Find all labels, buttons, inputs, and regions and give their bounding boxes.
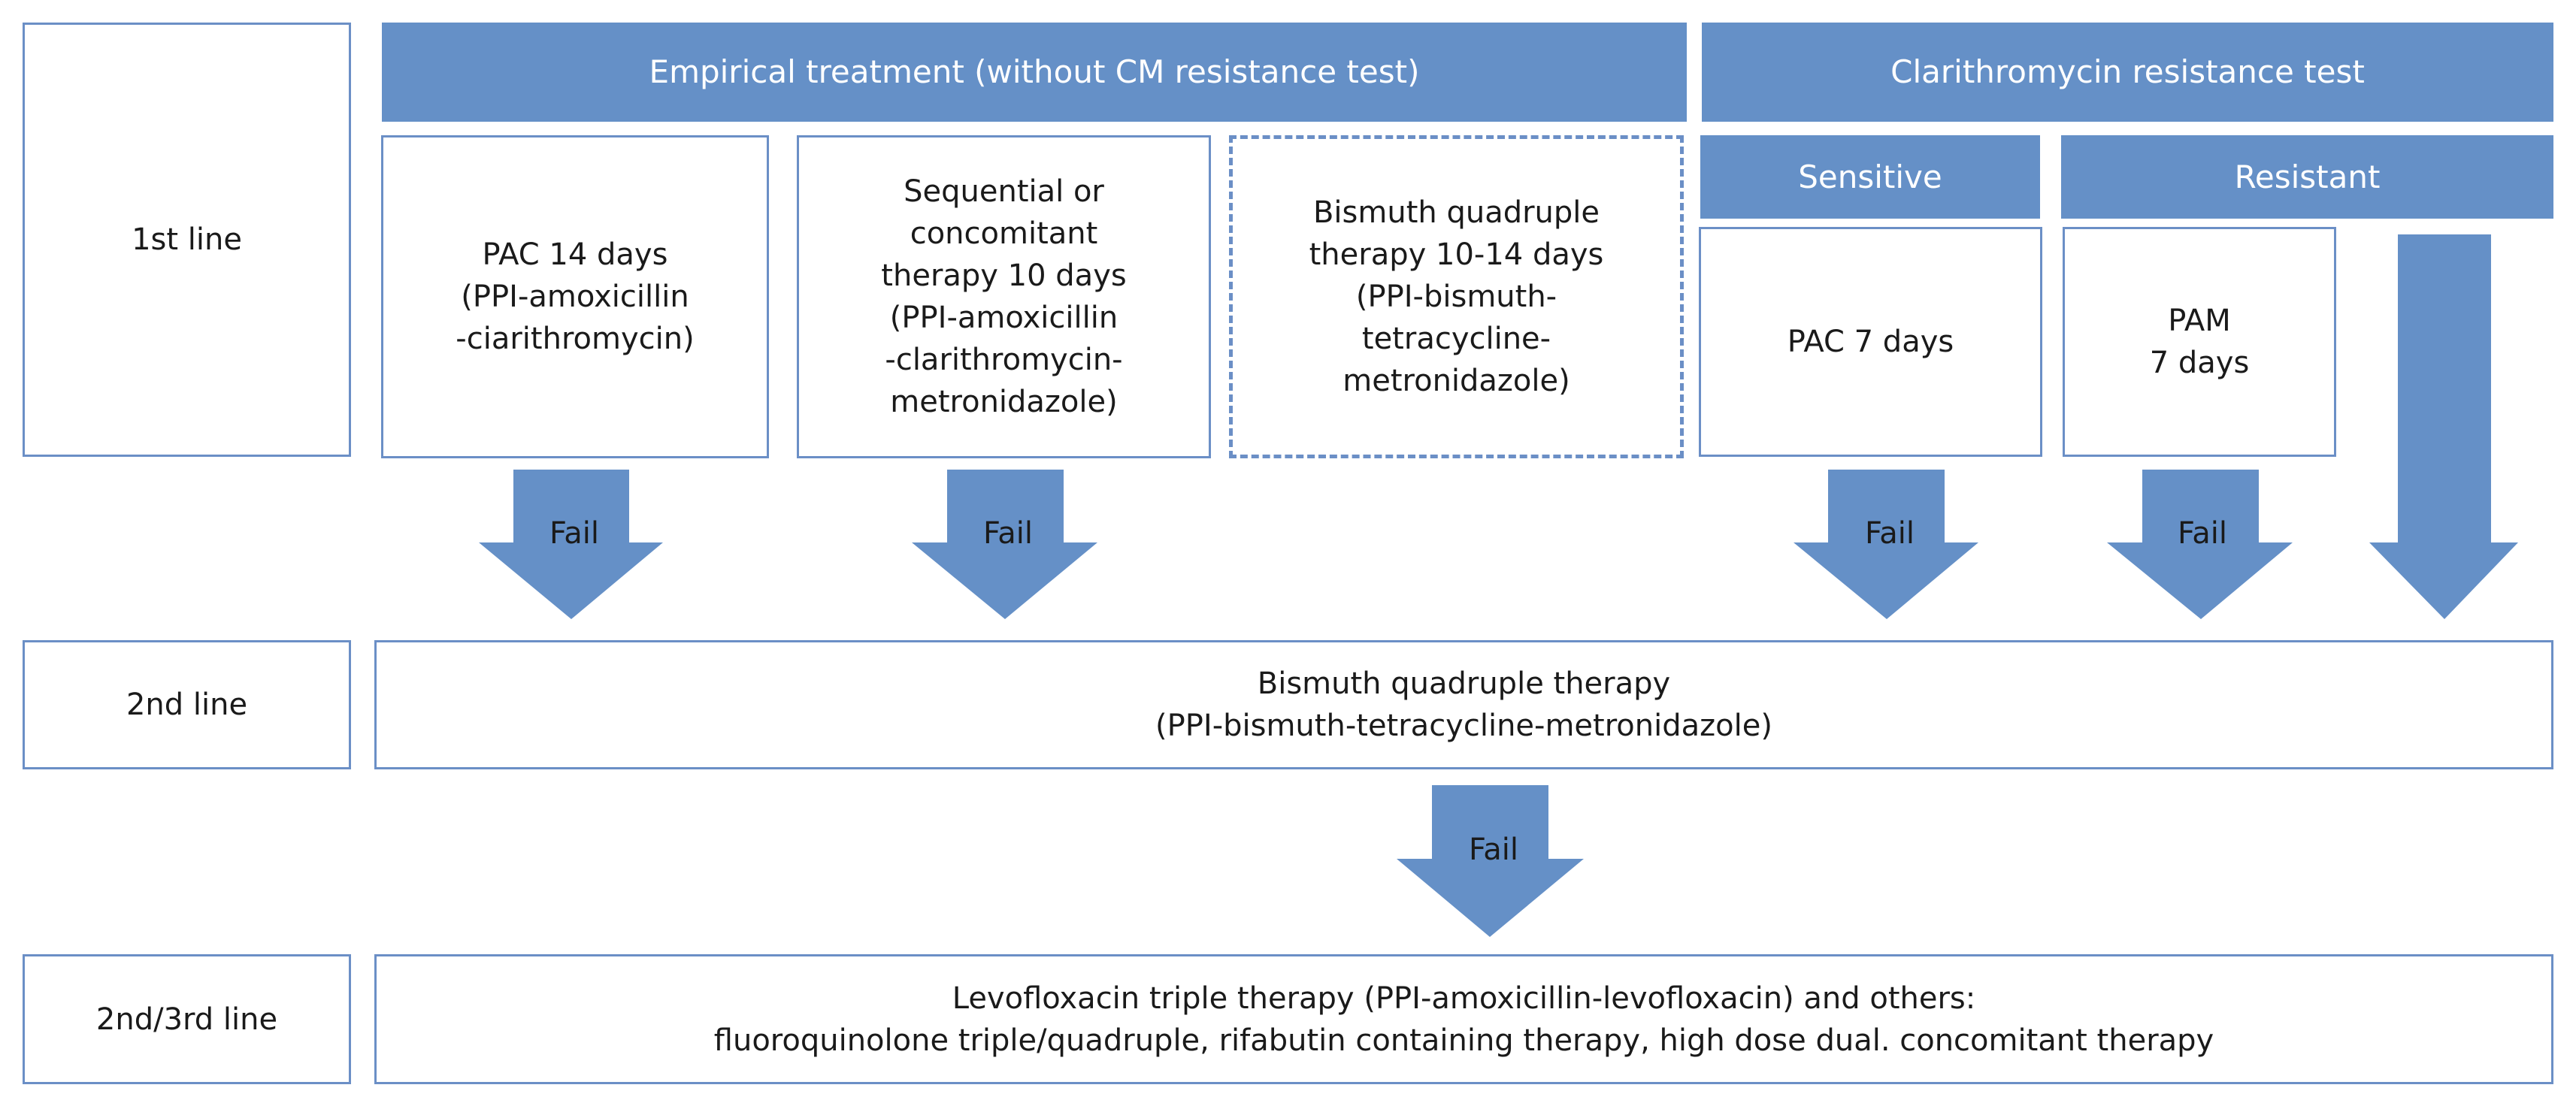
pam-line-2: 7 days xyxy=(2149,346,2250,380)
fail-label-pam: Fail xyxy=(2177,516,2228,551)
pac14-line-2: (PPI-amoxicillin xyxy=(461,280,689,314)
pac7-line-1: PAC 7 days xyxy=(1787,325,1954,359)
row-label-2nd-line: 2nd line xyxy=(23,640,351,769)
second-line-text-2: (PPI-bismuth-tetracycline-metronidazole) xyxy=(1155,709,1772,743)
box-pac-14-days: PAC 14 days (PPI-amoxicillin -ciarithrom… xyxy=(381,135,769,458)
header-resistant: Resistant xyxy=(2061,135,2553,219)
box-pam-7-days: PAM 7 days xyxy=(2063,227,2336,457)
bismuth-line-3: (PPI-bismuth- xyxy=(1355,280,1557,314)
sequential-line-5: -clarithromycin- xyxy=(885,343,1123,377)
bismuth-line-4: tetracycline- xyxy=(1361,322,1551,356)
bismuth-line-1: Bismuth quadruple xyxy=(1312,195,1600,230)
header-empirical-treatment: Empirical treatment (without CM resistan… xyxy=(382,23,1687,122)
sequential-line-3: therapy 10 days xyxy=(881,258,1127,293)
box-levofloxacin-triple: Levofloxacin triple therapy (PPI-amoxici… xyxy=(374,954,2553,1084)
arrow-down-pam xyxy=(2107,470,2293,619)
pam-line-1: PAM xyxy=(2168,304,2231,338)
pac14-line-1: PAC 14 days xyxy=(482,237,668,272)
fail-label-2nd-line: Fail xyxy=(1468,833,1519,867)
row-label-2nd-line-text: 2nd line xyxy=(126,687,248,722)
box-pac-7-days: PAC 7 days xyxy=(1699,227,2042,457)
row-label-1st-line-text: 1st line xyxy=(132,222,242,257)
box-bismuth-quadruple-2nd-line: Bismuth quadruple therapy (PPI-bismuth-t… xyxy=(374,640,2553,769)
fail-label-pac7: Fail xyxy=(1864,516,1915,551)
box-sequential-concomitant: Sequential or concomitant therapy 10 day… xyxy=(797,135,1211,458)
row-label-3rd-line-text: 2nd/3rd line xyxy=(95,1002,278,1037)
header-sensitive: Sensitive xyxy=(1700,135,2040,219)
arrow-down-2nd-to-3rd xyxy=(1397,785,1584,937)
sequential-line-6: metronidazole) xyxy=(890,385,1118,419)
second-line-text-1: Bismuth quadruple therapy xyxy=(1257,666,1671,701)
row-label-3rd-line: 2nd/3rd line xyxy=(23,954,351,1084)
third-line-text-1: Levofloxacin triple therapy (PPI-amoxici… xyxy=(952,981,1976,1016)
header-cm-test-text: Clarithromycin resistance test xyxy=(1890,53,2365,90)
header-empirical-text: Empirical treatment (without CM resistan… xyxy=(649,53,1420,90)
fail-label-pac14: Fail xyxy=(549,516,600,551)
header-clarithromycin-test: Clarithromycin resistance test xyxy=(1702,23,2553,122)
arrow-down-resistant xyxy=(2369,234,2518,619)
sequential-line-4: (PPI-amoxicillin xyxy=(889,301,1118,335)
bismuth-line-2: therapy 10-14 days xyxy=(1309,237,1604,272)
fail-label-sequential: Fail xyxy=(982,516,1034,551)
header-resistant-text: Resistant xyxy=(2234,158,2381,195)
arrow-down-pac7 xyxy=(1794,470,1978,619)
sequential-line-2: concomitant xyxy=(910,216,1098,251)
row-label-1st-line: 1st line xyxy=(23,23,351,457)
bismuth-line-5: metronidazole) xyxy=(1342,364,1570,398)
pac14-line-3: -ciarithromycin) xyxy=(456,322,695,356)
arrow-down-sequential xyxy=(912,470,1097,619)
header-sensitive-text: Sensitive xyxy=(1798,158,1942,195)
box-bismuth-quadruple-optional: Bismuth quadruple therapy 10-14 days (PP… xyxy=(1229,135,1684,458)
third-line-text-2: fluoroquinolone triple/quadruple, rifabu… xyxy=(713,1023,2214,1058)
arrow-down-pac14 xyxy=(479,470,663,619)
sequential-line-1: Sequential or xyxy=(904,174,1104,209)
